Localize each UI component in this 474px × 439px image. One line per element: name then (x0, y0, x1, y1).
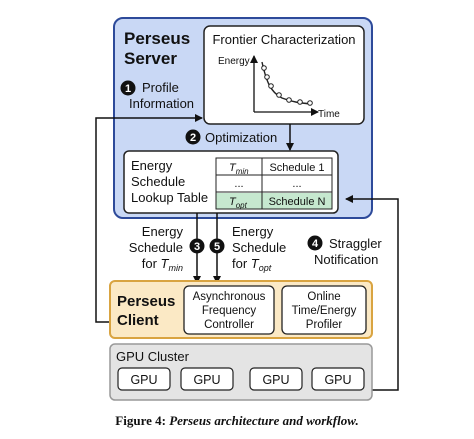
lookup-label-3: Lookup Table (131, 190, 208, 205)
server-title-1: Perseus (124, 29, 190, 48)
step-3-badge (189, 238, 205, 254)
step-4-label-2: Notification (314, 252, 378, 267)
lookup-label-1: Energy (131, 158, 173, 173)
gpu-4 (311, 367, 365, 391)
step-5-label-2: Schedule (232, 240, 286, 255)
gpu-3-label: GPU (262, 373, 289, 387)
profiler-label-1: Online (307, 291, 340, 303)
lookup-row-3-t: Topt (229, 196, 248, 210)
lookup-row-1-schedule: Schedule 1 (269, 162, 324, 174)
lookup-row-3-schedule: Schedule N (269, 196, 326, 208)
step-3-label-2: Schedule (129, 240, 183, 255)
step-1-badge (120, 80, 136, 96)
step-5-number: 5 (214, 241, 220, 253)
step-5-label-3: for Topt (232, 256, 272, 273)
frontier-y-axis-label: Energy (218, 56, 250, 67)
gpu-1-label: GPU (130, 373, 157, 387)
step-3-label-3: for Tmin (142, 256, 183, 273)
lookup-row-2-t: ... (234, 178, 243, 190)
gpu-2 (180, 367, 234, 391)
gpu-3 (249, 367, 303, 391)
profiler-box (281, 285, 367, 335)
figure-caption: Figure 4: Perseus architecture and workf… (115, 413, 358, 428)
step-5-label-1: Energy (232, 224, 274, 239)
step-4-number: 4 (312, 238, 319, 250)
server-title-2: Server (124, 49, 177, 68)
step-3-label-1: Energy (142, 224, 184, 239)
step-1-label-2: Information (129, 96, 194, 111)
gpu-2-label: GPU (193, 373, 220, 387)
controller-label-3: Controller (204, 319, 254, 331)
frontier-title: Frontier Characterization (212, 32, 355, 47)
lookup-row-2-schedule: ... (292, 178, 301, 190)
lookup-label-2: Schedule (131, 174, 185, 189)
gpu-1 (117, 367, 171, 391)
controller-label-2: Frequency (202, 305, 257, 317)
gpu-cluster-box (109, 343, 373, 401)
frontier-box (203, 25, 365, 125)
frontier-x-axis-label: Time (318, 109, 340, 120)
gpu-4-label: GPU (324, 373, 351, 387)
lookup-table (215, 157, 333, 210)
gpu-cluster-title: GPU Cluster (116, 349, 190, 364)
profiler-label-3: Profiler (306, 319, 343, 331)
step-4-label-1: Straggler (329, 236, 382, 251)
step-5-badge (209, 238, 225, 254)
controller-box (183, 285, 275, 335)
step-2-number: 2 (190, 132, 196, 144)
frontier-points (261, 65, 313, 106)
profiler-label-2: Time/Energy (292, 305, 357, 317)
straggler-arrow (345, 195, 399, 391)
client-title-1: Perseus (117, 293, 175, 310)
controller-label-1: Asynchronous (193, 291, 266, 303)
step-2-label: Optimization (205, 130, 277, 145)
step-4-badge (307, 235, 323, 251)
step-3-number: 3 (194, 241, 200, 253)
lookup-row-1-t: Tmin (229, 162, 249, 176)
step-2-badge (185, 129, 201, 145)
step-1-label-1: Profile (142, 80, 179, 95)
client-title-2: Client (117, 312, 159, 329)
step-1-number: 1 (125, 83, 131, 95)
